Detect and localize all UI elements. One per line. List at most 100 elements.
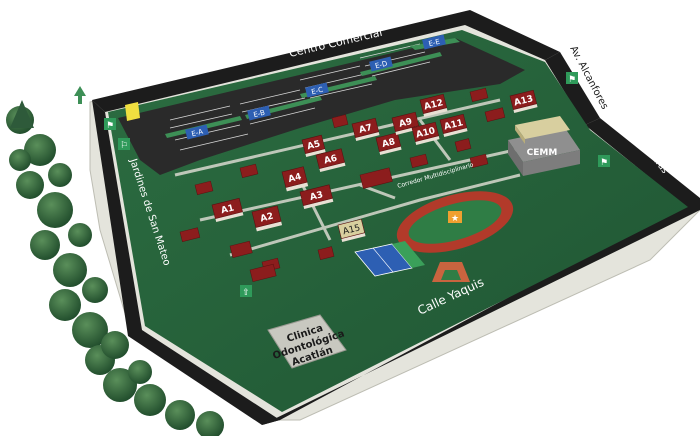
building-a5[interactable]: A5 bbox=[301, 134, 326, 157]
parking-lot-label: E-D bbox=[374, 60, 388, 71]
building-roof bbox=[439, 113, 468, 134]
building-roof bbox=[281, 166, 308, 188]
pine-tree bbox=[10, 100, 34, 128]
building-minor bbox=[249, 263, 277, 282]
tree bbox=[37, 192, 73, 228]
tree bbox=[128, 360, 152, 384]
building-label: A12 bbox=[423, 98, 444, 112]
svg-text:⚐: ⚐ bbox=[120, 141, 128, 151]
tree bbox=[165, 400, 195, 430]
building-minor bbox=[409, 153, 429, 169]
trees-layer bbox=[6, 100, 224, 436]
cemm-label: CEMM bbox=[527, 148, 558, 158]
building-roof bbox=[509, 89, 538, 110]
building-a4[interactable]: A4 bbox=[281, 166, 309, 192]
building-label: A10 bbox=[415, 126, 436, 140]
bus-stop-icon bbox=[118, 138, 130, 150]
building-label: A3 bbox=[309, 190, 324, 203]
tree bbox=[53, 253, 87, 287]
building-a7[interactable]: A7 bbox=[351, 117, 380, 141]
building-minor bbox=[359, 167, 393, 189]
tree bbox=[48, 163, 72, 187]
yellow-entrance-marker bbox=[125, 102, 140, 121]
west-road bbox=[92, 100, 280, 425]
tree bbox=[134, 384, 166, 416]
tree bbox=[30, 230, 60, 260]
building-roof bbox=[337, 218, 366, 239]
parking-lot-label: E-A bbox=[191, 128, 204, 139]
tree bbox=[101, 331, 129, 359]
building-label: A13 bbox=[513, 94, 534, 108]
exit-icon bbox=[240, 285, 252, 297]
building-label: A1 bbox=[220, 203, 235, 216]
building-roof bbox=[375, 132, 402, 152]
building-roof bbox=[315, 148, 345, 169]
svg-text:★: ★ bbox=[451, 214, 459, 224]
svg-text:⚑: ⚑ bbox=[106, 121, 114, 131]
building-roof bbox=[391, 111, 420, 132]
poi-icons: ⚑ ⚐ ⇧ ⚑ ⚑ bbox=[104, 72, 610, 298]
building-a6[interactable]: A6 bbox=[315, 148, 346, 172]
parking-lot-label: E-E bbox=[428, 38, 441, 49]
building-label: A4 bbox=[287, 172, 302, 185]
building-minor bbox=[239, 163, 259, 179]
building-a15[interactable]: A15 bbox=[337, 218, 366, 242]
building-label: A11 bbox=[443, 118, 464, 132]
pedestrian-entrance-icon bbox=[104, 118, 116, 130]
building-label: A2 bbox=[259, 212, 274, 225]
svg-text:⇧: ⇧ bbox=[242, 288, 250, 298]
parking-lot-label: E-C bbox=[311, 86, 325, 97]
building-a3[interactable]: A3 bbox=[299, 184, 334, 209]
tree bbox=[82, 277, 108, 303]
building-minor bbox=[194, 180, 214, 196]
building-roof bbox=[299, 184, 333, 206]
northeast-road bbox=[545, 52, 600, 125]
tree bbox=[9, 149, 31, 171]
north-road bbox=[92, 10, 560, 112]
building-a1[interactable]: A1 bbox=[211, 197, 244, 222]
building-a13[interactable]: A13 bbox=[509, 89, 538, 113]
baseball-field bbox=[432, 262, 470, 282]
tree bbox=[72, 312, 108, 348]
south-road bbox=[262, 200, 700, 425]
building-roof bbox=[301, 134, 326, 154]
building-a12[interactable]: A12 bbox=[419, 93, 448, 117]
parking-lot-labels: E-A E-B E-C E-D E-E bbox=[185, 34, 446, 140]
building-label: A5 bbox=[306, 139, 321, 152]
building-minor bbox=[454, 138, 472, 153]
building-a11[interactable]: A11 bbox=[439, 113, 468, 137]
building-label: A9 bbox=[398, 117, 413, 130]
building-minor bbox=[331, 114, 349, 129]
svg-text:⚑: ⚑ bbox=[600, 158, 608, 168]
building-label: A8 bbox=[381, 137, 396, 150]
tree bbox=[196, 411, 224, 436]
building-label: A6 bbox=[323, 154, 338, 167]
parking-lot-label: E-B bbox=[253, 109, 266, 120]
building-label: A15 bbox=[342, 223, 362, 237]
tree bbox=[68, 223, 92, 247]
building-minor bbox=[229, 240, 253, 258]
east-road bbox=[585, 118, 700, 210]
north-arrow-icon bbox=[74, 86, 86, 104]
building-roof bbox=[419, 93, 448, 114]
building-roof bbox=[411, 121, 440, 142]
building-a2[interactable]: A2 bbox=[251, 205, 283, 232]
building-minor bbox=[469, 87, 489, 103]
building-roof bbox=[351, 117, 380, 138]
building-a8[interactable]: A8 bbox=[375, 132, 402, 155]
building-label: A7 bbox=[358, 123, 373, 136]
building-roof bbox=[251, 205, 282, 228]
building-minor bbox=[469, 153, 489, 169]
athletic-track: ★ bbox=[396, 191, 514, 253]
building-minor bbox=[179, 227, 201, 243]
svg-text:⚑: ⚑ bbox=[568, 75, 576, 85]
cemm-roof-structure bbox=[515, 116, 570, 144]
building-roof bbox=[211, 197, 243, 219]
building-a10[interactable]: A10 bbox=[411, 121, 440, 145]
basketball-courts bbox=[354, 241, 425, 277]
entrance-icon-east bbox=[598, 155, 610, 167]
building-a9[interactable]: A9 bbox=[391, 111, 420, 135]
